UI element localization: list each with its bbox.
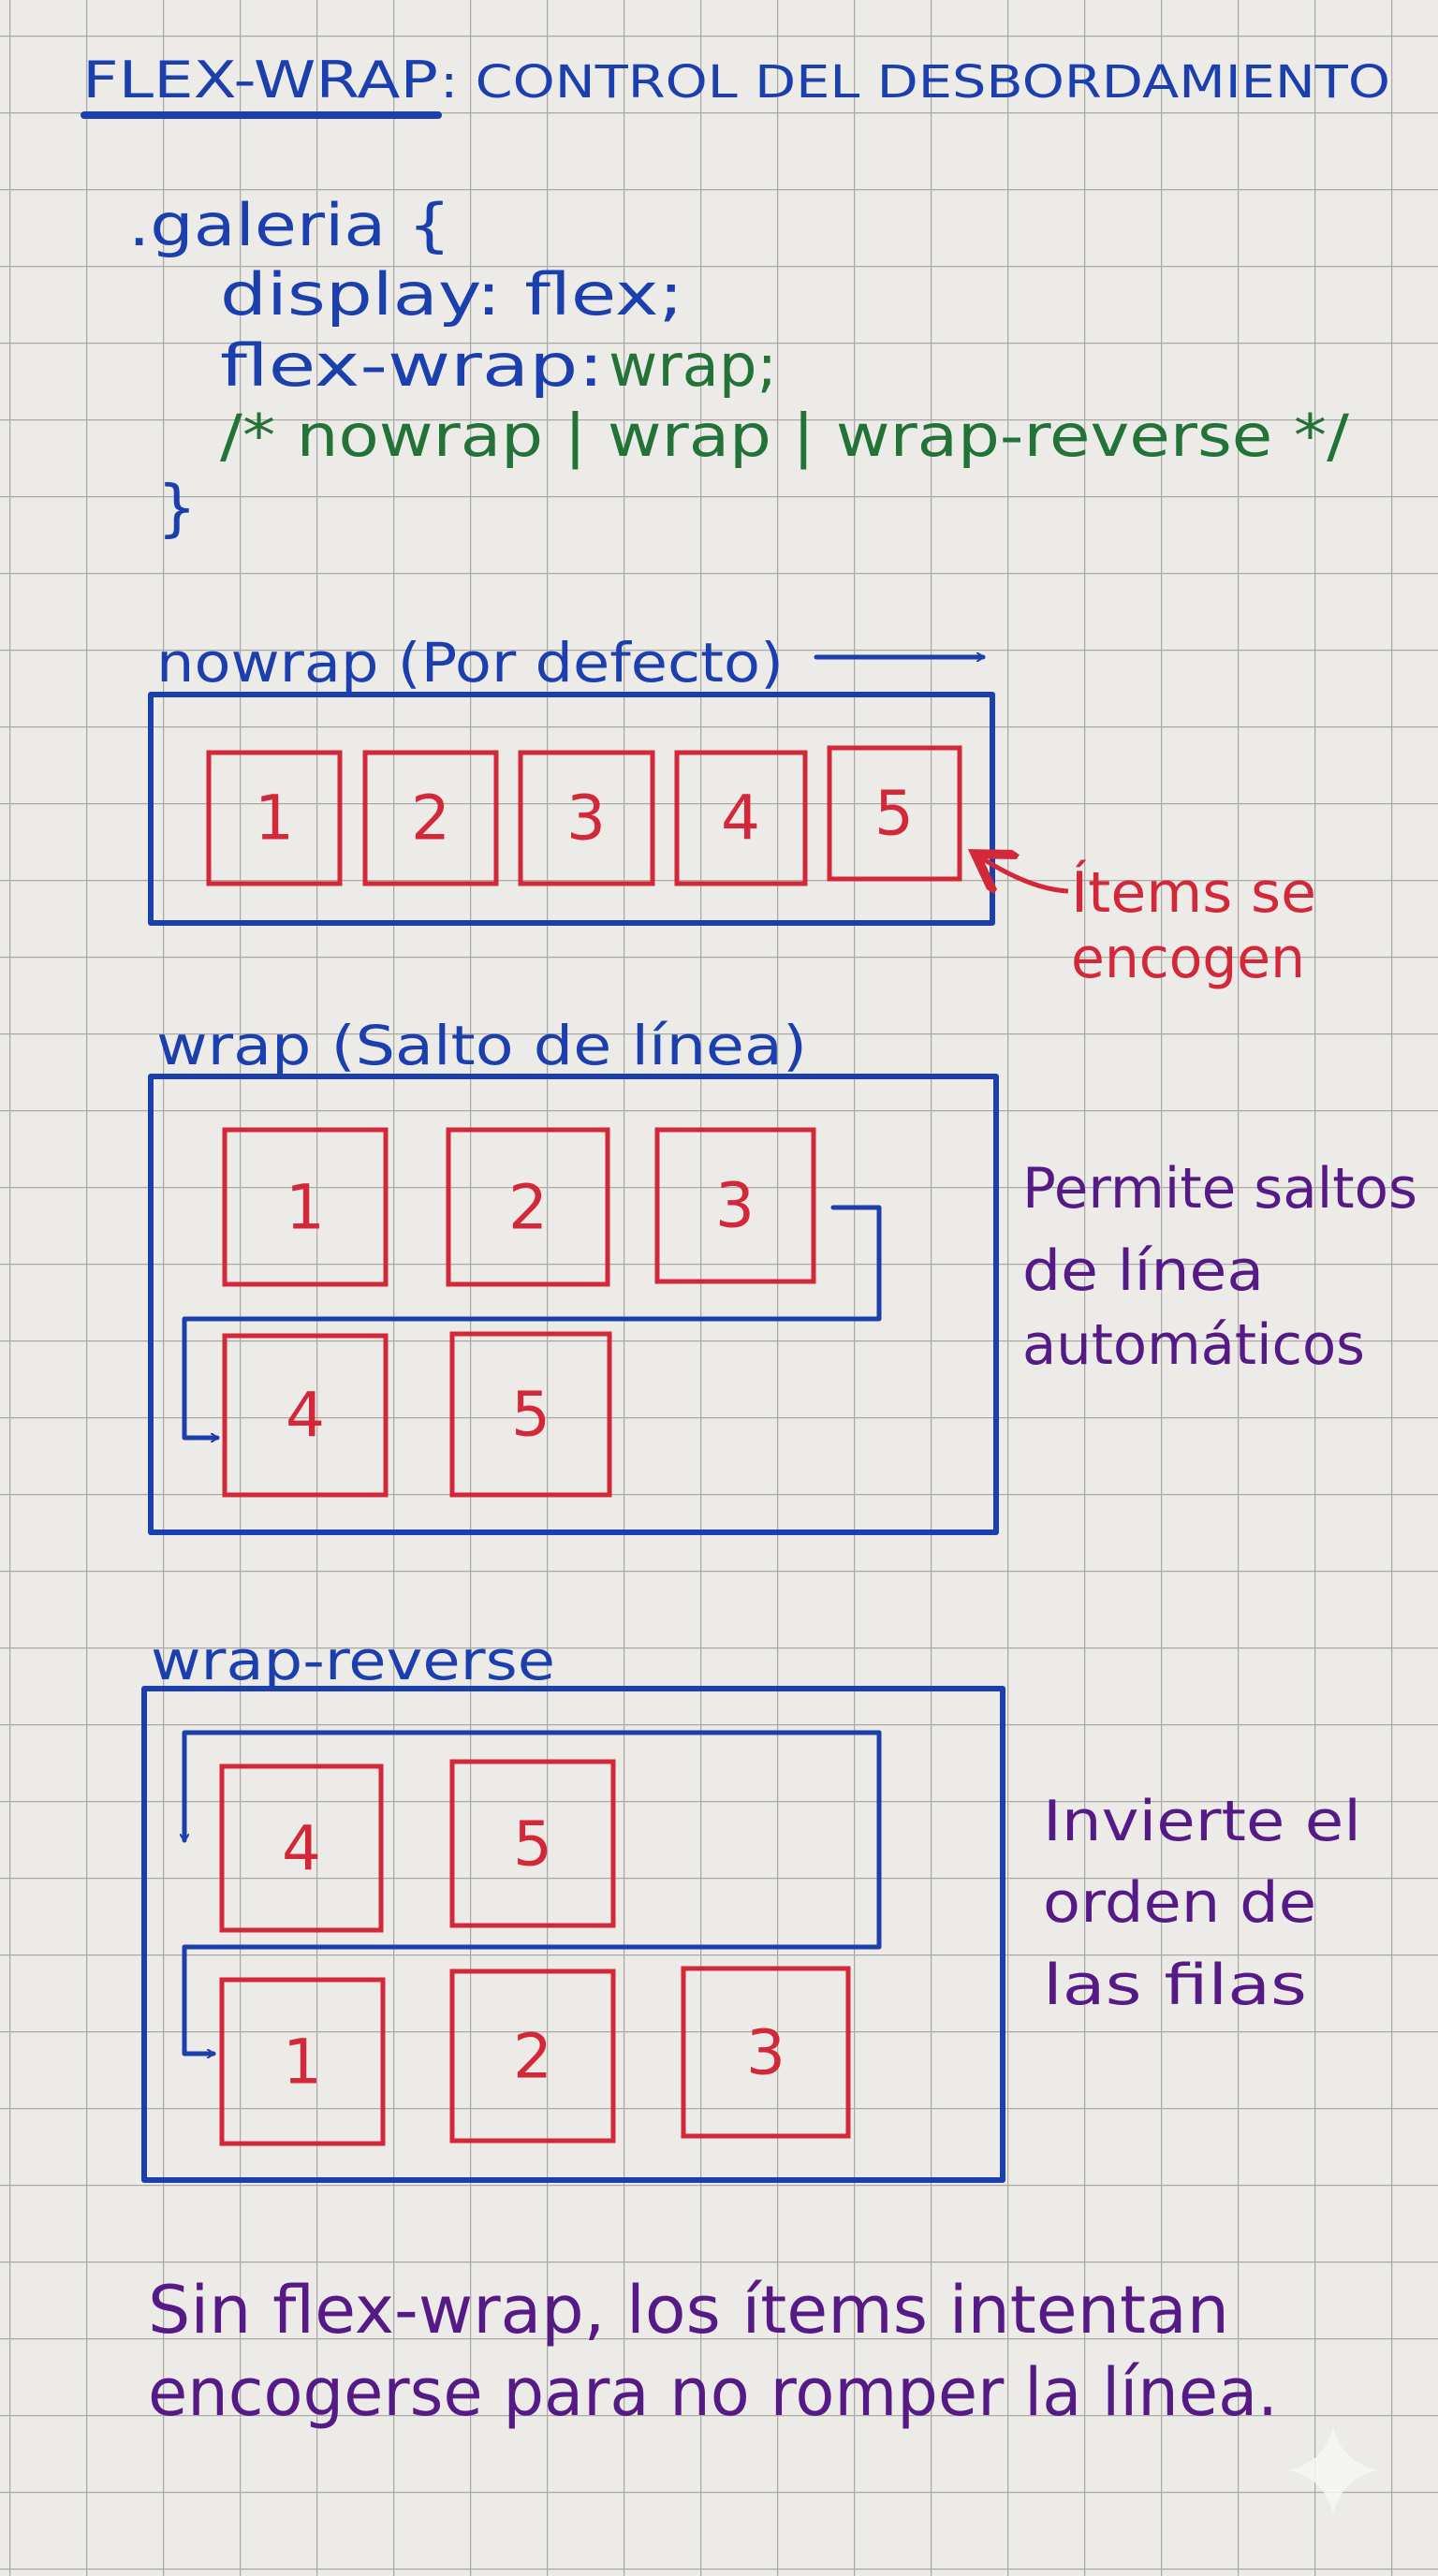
flex-item: 4 bbox=[219, 1764, 384, 1933]
item-number: 1 bbox=[255, 783, 294, 855]
item-number: 3 bbox=[566, 783, 606, 855]
code-selector: .galeria { bbox=[128, 191, 451, 259]
flex-item: 1 bbox=[219, 1977, 386, 2146]
item-number: 1 bbox=[286, 1172, 325, 1244]
item-number: 5 bbox=[874, 778, 914, 850]
note-line: de línea bbox=[1022, 1238, 1264, 1304]
flex-item: 5 bbox=[827, 745, 962, 882]
note-line: Invierte el bbox=[1043, 1789, 1361, 1854]
footer-line: Sin flex-wrap, los ítems intentan bbox=[148, 2272, 1229, 2349]
flex-item: 4 bbox=[222, 1333, 389, 1498]
sparkle-icon bbox=[1288, 2426, 1378, 2515]
item-number: 4 bbox=[721, 783, 760, 855]
flex-item: 2 bbox=[449, 1969, 616, 2144]
section-label: wrap-reverse bbox=[151, 1629, 555, 1692]
flex-container bbox=[148, 692, 995, 926]
code-block: .galeria { display: flex; flex-wrap: wra… bbox=[128, 191, 1349, 544]
section-wrap: wrap (Salto de línea) 1 2 3 4 5 Permite … bbox=[148, 1014, 1417, 1535]
flex-item: 2 bbox=[362, 750, 499, 886]
flex-item: 1 bbox=[206, 750, 343, 886]
title-rest: : CONTROL DEL DESBORDAMIENTO bbox=[440, 56, 1390, 109]
item-number: 2 bbox=[508, 1172, 548, 1244]
note-line: Ítems se bbox=[1071, 858, 1316, 926]
note-line: Permite saltos bbox=[1022, 1156, 1417, 1222]
flex-item: 3 bbox=[681, 1966, 851, 2139]
section-label: nowrap (Por defecto) bbox=[156, 631, 784, 695]
flex-item: 3 bbox=[654, 1127, 816, 1284]
page-title: FLEX-WRAP : CONTROL DEL DESBORDAMIENTO bbox=[81, 51, 1390, 119]
note-line: automáticos bbox=[1022, 1312, 1365, 1378]
wrap-flow-arrow-icon bbox=[182, 1205, 882, 1438]
code-comment: /* nowrap | wrap | wrap-reverse */ bbox=[220, 402, 1349, 471]
section-nowrap: nowrap (Por defecto) 1 2 3 4 5 Ítems se … bbox=[148, 631, 1316, 991]
code-flexwrap-prop: flex-wrap: bbox=[220, 331, 604, 400]
title-highlight: FLEX-WRAP bbox=[82, 51, 438, 110]
item-number: 1 bbox=[283, 2027, 322, 2099]
note-line: orden de bbox=[1043, 1870, 1316, 1936]
item-number: 2 bbox=[513, 2021, 552, 2093]
flex-item: 5 bbox=[449, 1331, 612, 1498]
flex-item: 4 bbox=[674, 750, 808, 886]
code-flexwrap-value: wrap; bbox=[609, 331, 777, 400]
pointer-arrow-icon bbox=[979, 856, 1069, 891]
note-line: las filas bbox=[1043, 1953, 1307, 2018]
flex-item: 2 bbox=[446, 1127, 610, 1287]
note-line: encogen bbox=[1071, 926, 1305, 991]
footer-line: encogerse para no romper la línea. bbox=[148, 2354, 1278, 2431]
item-number: 2 bbox=[411, 783, 450, 855]
section-wrap-reverse: wrap-reverse 4 5 1 2 3 Invierte el orden… bbox=[141, 1629, 1361, 2183]
reverse-flow-arrow-icon bbox=[184, 1730, 882, 1840]
flex-item: 5 bbox=[449, 1759, 616, 1928]
footer-note: Sin flex-wrap, los ítems intentan encoge… bbox=[148, 2272, 1278, 2431]
code-display: display: flex; bbox=[220, 260, 683, 329]
code-close-brace: } bbox=[157, 472, 197, 544]
flex-container bbox=[141, 1686, 1005, 2183]
item-number: 5 bbox=[511, 1379, 550, 1451]
section-label: wrap (Salto de línea) bbox=[156, 1014, 807, 1077]
item-number: 5 bbox=[513, 1808, 552, 1881]
item-number: 4 bbox=[286, 1380, 325, 1452]
reverse-flow-arrow-icon bbox=[182, 1730, 882, 2054]
flex-container bbox=[148, 1074, 999, 1535]
item-number: 4 bbox=[282, 1813, 321, 1885]
item-number: 3 bbox=[715, 1170, 755, 1242]
item-number: 3 bbox=[746, 2017, 785, 2089]
flex-item: 3 bbox=[518, 750, 655, 886]
flex-item: 1 bbox=[222, 1127, 389, 1287]
